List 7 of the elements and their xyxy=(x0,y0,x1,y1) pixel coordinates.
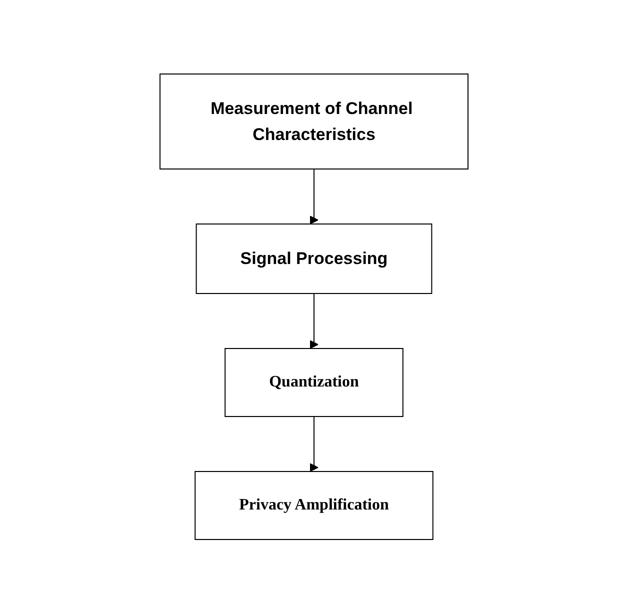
arrow xyxy=(309,168,318,225)
node-box: Privacy Amplification xyxy=(194,471,433,540)
node-box: Signal Processing xyxy=(195,224,432,294)
node-box: Measurement of Channel Characteristics xyxy=(159,74,468,170)
arrow xyxy=(309,416,318,472)
node-box: Quantization xyxy=(224,348,403,418)
arrow xyxy=(309,293,318,350)
